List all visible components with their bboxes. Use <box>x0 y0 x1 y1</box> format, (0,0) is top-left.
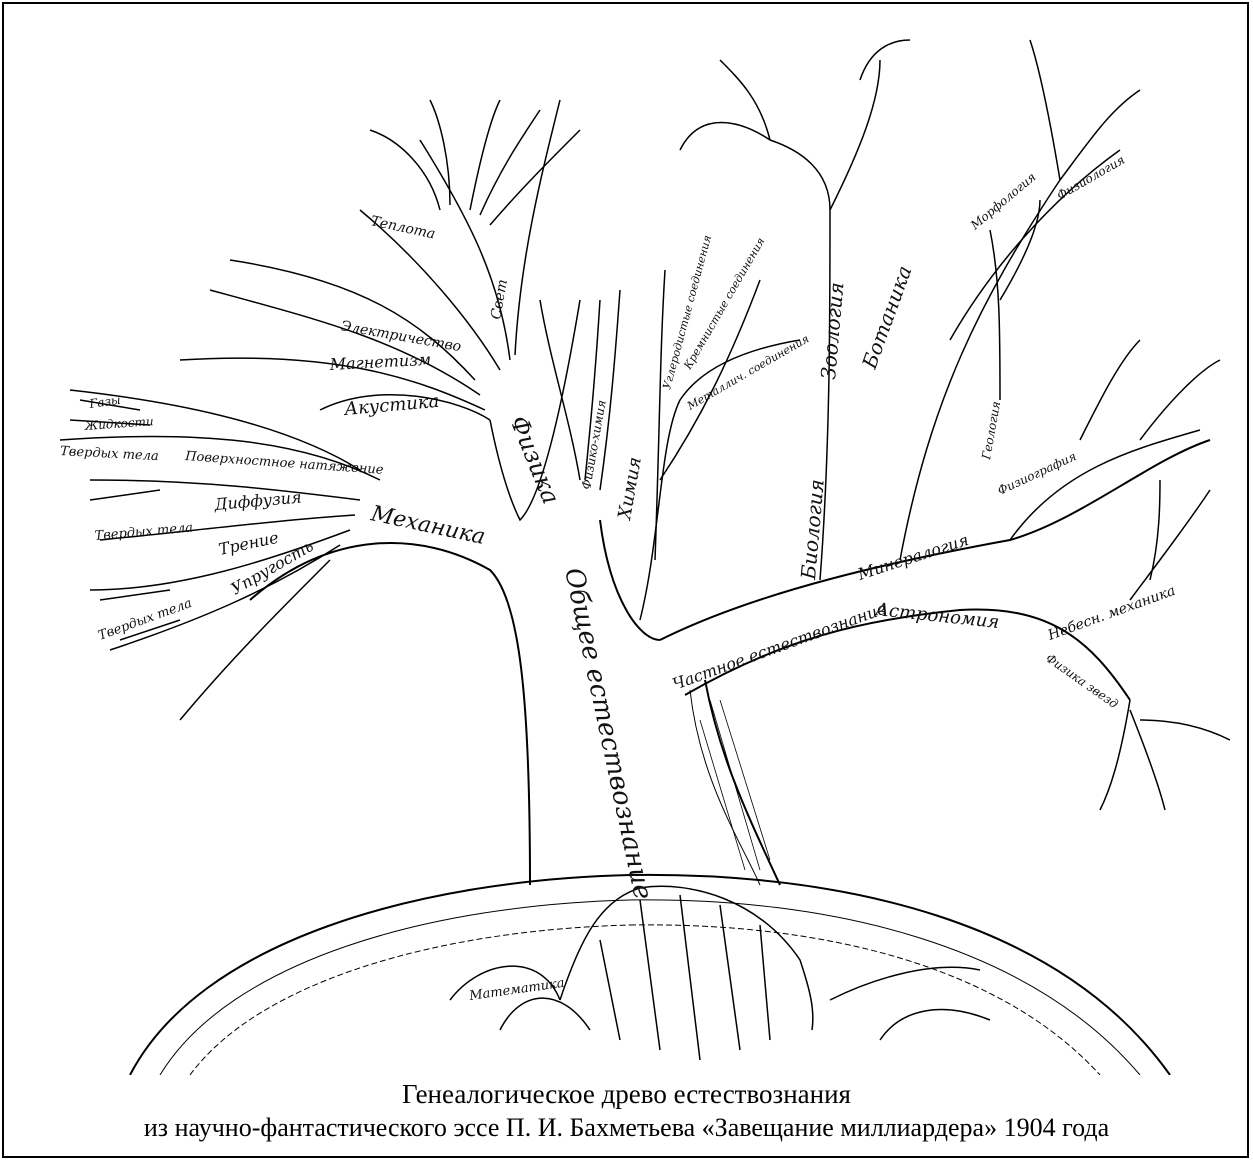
label-heat: Теплота <box>369 213 437 242</box>
mineralogy-branch <box>990 200 1220 540</box>
label-diffusion: Диффузия <box>213 487 303 514</box>
label-liquids-1: Жидкости <box>83 414 154 433</box>
tree-of-knowledge-illustration: Общее естествознание Частное естествозна… <box>0 0 1253 1075</box>
root-mound <box>450 886 990 1060</box>
label-acoustics: Акустика <box>342 391 441 420</box>
label-electricity: Электричество <box>339 318 462 355</box>
figure-caption: Генеалогическое древо естествознания из … <box>0 1077 1253 1145</box>
label-solid-bodies-2: Твердых тела <box>94 520 194 544</box>
caption-title: Генеалогическое древо естествознания <box>0 1077 1253 1111</box>
astronomy-branch <box>1100 480 1230 810</box>
label-trunk: Общее естествознание <box>558 565 658 902</box>
label-celestial-mechanics: Небесн. механика <box>1045 583 1178 644</box>
label-chemistry: Химия <box>614 455 646 523</box>
label-mineralogy: Минералогия <box>854 530 970 584</box>
label-gases-1: Газы <box>87 393 121 411</box>
caption-subtitle: из научно-фантастического эссе П. И. Бах… <box>0 1111 1253 1145</box>
label-physiography: Физиография <box>995 449 1078 498</box>
label-particular: Частное естествознание <box>670 599 889 694</box>
label-physiology: Физиология <box>1055 153 1128 203</box>
label-friction: Трение <box>217 528 280 559</box>
label-solid-bodies-1: Твердых тела <box>60 444 159 464</box>
label-botany: Ботаника <box>857 262 917 372</box>
label-astrophysics: Физика звезд <box>1043 651 1121 711</box>
label-mathematics: Математика <box>467 976 565 1004</box>
label-zoology: Зоология <box>816 281 848 380</box>
label-astronomy: Астрономия <box>872 599 1000 633</box>
label-biology: Биология <box>796 478 829 581</box>
label-light: Свет <box>488 278 511 321</box>
label-magnetism: Магнетизм <box>328 350 431 374</box>
label-geology: Геология <box>979 400 1003 461</box>
label-morphology: Морфология <box>967 170 1038 233</box>
label-surface-tension: Поверхностное натяжение <box>184 449 385 478</box>
label-physical-chemistry: Физико-химия <box>579 399 609 491</box>
